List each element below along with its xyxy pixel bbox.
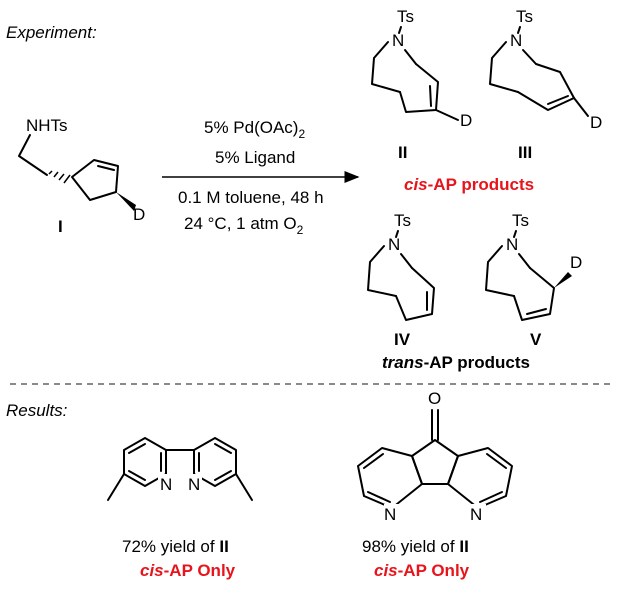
product-II: Ts N D II	[371, 7, 472, 162]
svg-text:Ts: Ts	[512, 211, 529, 230]
diazafluorenone-n-left: N	[384, 505, 396, 524]
svg-text:D: D	[590, 113, 602, 132]
ligand2-yield: 98% yield of II	[362, 537, 469, 556]
product-label-III: III	[518, 143, 532, 162]
wedge-bond	[116, 192, 136, 211]
svg-text:D: D	[570, 253, 582, 272]
ligand2-selectivity: cis-AP Only	[374, 561, 470, 580]
bipyridine-n-right: N	[188, 475, 200, 494]
condition-ligand: 5% Ligand	[215, 148, 295, 167]
reactant-I: NHTs D I	[18, 116, 145, 236]
condition-solvent: 0.1 M toluene, 48 h	[178, 188, 324, 207]
reactant-deuterium: D	[133, 205, 145, 224]
svg-text:N: N	[392, 31, 404, 50]
svg-text:Ts: Ts	[516, 7, 533, 26]
ligand-diazafluorenone: O N N	[357, 389, 513, 524]
product-label-IV: IV	[394, 330, 411, 349]
ligand1-selectivity: cis-AP Only	[140, 561, 236, 580]
product-III: Ts N D III	[489, 7, 602, 162]
experiment-heading: Experiment:	[6, 23, 97, 42]
product-V: Ts N D V	[485, 211, 582, 349]
product-label-V: V	[530, 330, 542, 349]
svg-text:N: N	[388, 235, 400, 254]
svg-text:Ts: Ts	[397, 7, 414, 26]
svg-text:N: N	[506, 235, 518, 254]
bipyridine-n-left: N	[160, 475, 172, 494]
diazafluorenone-n-right: N	[470, 505, 482, 524]
condition-catalyst: 5% Pd(OAc)2	[204, 118, 305, 141]
svg-text:D: D	[460, 111, 472, 130]
reactant-amine-label: NHTs	[26, 116, 68, 135]
svg-text:Ts: Ts	[394, 211, 411, 230]
product-IV: Ts N IV	[367, 211, 435, 349]
condition-temp: 24 °C, 1 atm O2	[184, 214, 304, 237]
cis-ap-products-label: cis-AP products	[404, 175, 534, 194]
results-heading: Results:	[6, 401, 68, 420]
trans-ap-products-label: trans-AP products	[382, 353, 530, 372]
carbonyl-oxygen: O	[428, 389, 441, 408]
product-label-II: II	[398, 143, 407, 162]
ligand-bipyridine: N N	[107, 437, 253, 501]
reactant-label: I	[58, 217, 63, 236]
svg-text:N: N	[510, 31, 522, 50]
ligand1-yield: 72% yield of II	[122, 537, 229, 556]
